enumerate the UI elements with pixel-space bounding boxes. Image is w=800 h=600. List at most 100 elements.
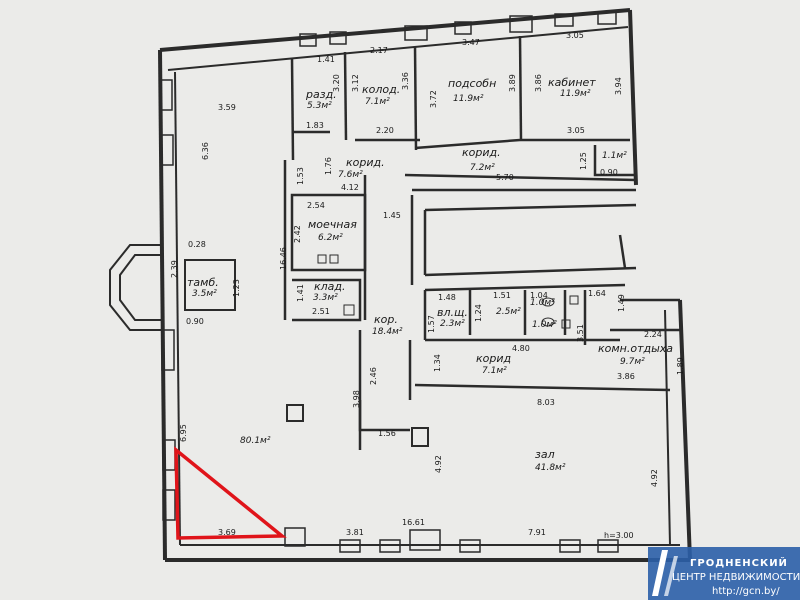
dim-3-47: 3.47	[462, 38, 480, 47]
dimension-labels: 1.41 2.17 3.47 3.05 3.59 1.83 2.20 3.05 …	[186, 31, 662, 540]
dim-0-90-right: 0.90	[600, 168, 618, 177]
dim-3-72: 3.72	[429, 90, 438, 108]
room-zal-name: зал	[535, 448, 555, 461]
room-kabinet-name: кабинет	[548, 76, 596, 89]
watermark-url: http://gcn.by/	[712, 586, 780, 597]
dim-3-89: 3.89	[508, 74, 517, 92]
room-wc3-area: 1.0м²	[532, 320, 557, 330]
room-main-hall-area: 80.1м²	[240, 436, 271, 446]
dim-3-86-bottom: 3.86	[617, 372, 635, 381]
dim-5-70: 5.70	[496, 173, 514, 182]
dim-3-59: 3.59	[218, 103, 236, 112]
bottom-wall-piers	[284, 527, 619, 553]
room-korid-low-name: корид	[476, 352, 511, 365]
room-kor-area: 18.4м²	[372, 327, 403, 337]
top-wall-piers	[299, 11, 617, 47]
dim-3-05-top: 3.05	[566, 31, 584, 40]
dim-1-24: 1.24	[474, 304, 483, 322]
dim-0-90-left: 0.90	[186, 317, 204, 326]
highlight-triangle	[174, 446, 287, 540]
dim-1-41: 1.41	[317, 55, 335, 64]
dim-1-64: 1.64	[588, 289, 606, 298]
room-klad-name: клад.	[314, 280, 346, 293]
dim-16-46: 16.46	[279, 247, 288, 270]
dim-1-53: 1.53	[296, 167, 305, 185]
dim-1-48: 1.48	[438, 293, 456, 302]
dim-4-92-a: 4.92	[434, 455, 443, 473]
watermark: ГРОДНЕНСКИЙ ЦЕНТР НЕДВИЖИМОСТИ http://gc…	[648, 547, 800, 600]
dim-1-45: 1.45	[383, 211, 401, 220]
dim-2-51: 2.51	[312, 307, 330, 316]
dim-2-39: 2.39	[170, 260, 179, 278]
sink-icon-2	[561, 319, 571, 329]
dim-1-34: 1.34	[433, 354, 442, 372]
dim-3-98: 3.98	[352, 390, 361, 408]
dim-3-12: 3.12	[351, 74, 360, 92]
dim-2-42: 2.42	[293, 225, 302, 243]
dim-1-76: 1.76	[324, 157, 333, 175]
dim-2-17: 2.17	[370, 46, 388, 55]
dim-2-46: 2.46	[369, 367, 378, 385]
dim-3-20: 3.20	[332, 74, 341, 92]
dim-1-56: 1.56	[378, 429, 396, 438]
room-vl-sh-name: вл.щ.	[437, 306, 468, 319]
dim-1-23: 1.23	[232, 279, 241, 297]
room-moechnaya-name: моечная	[308, 218, 357, 231]
dim-6-36: 6.36	[201, 142, 210, 160]
column-1	[286, 404, 304, 422]
dim-1-89: 1.89	[676, 357, 685, 375]
dim-7-91: 7.91	[528, 528, 546, 537]
watermark-title: ГРОДНЕНСКИЙ	[690, 556, 788, 569]
room-kor-name: кор.	[374, 313, 398, 326]
dim-4-92-b: 4.92	[650, 469, 659, 487]
dim-16-61: 16.61	[402, 518, 425, 527]
room-komn-otdyha-area: 9.7м²	[620, 357, 645, 367]
dim-1-83: 1.83	[306, 121, 324, 130]
sink-icon	[569, 295, 579, 305]
dim-4-80: 4.80	[512, 344, 530, 353]
toilet-icon	[541, 297, 555, 307]
room-korid-top-name: корид.	[346, 156, 385, 169]
room-komn-otdyha-name: комн.отдыха	[598, 342, 673, 355]
room-zal-area: 41.8м²	[535, 463, 566, 473]
dim-1-04: 1.04	[530, 291, 548, 300]
room-razd-name: разд.	[305, 88, 337, 101]
room-podsobn-area: 11.9м²	[453, 94, 484, 104]
dim-2-20: 2.20	[376, 126, 394, 135]
ceiling-height: h=3.00	[604, 531, 634, 540]
room-kabinet-area: 11.9м²	[560, 89, 591, 99]
dim-1-49: 1.49	[617, 294, 626, 312]
room-kolod-area: 7.1м²	[365, 97, 390, 107]
dim-3-86: 3.86	[534, 74, 543, 92]
dim-6-95: 6.95	[179, 424, 188, 442]
room-labels: разд. 5.3м² колод. 7.1м² подсобн 11.9м² …	[187, 76, 673, 473]
vestibule-bay	[109, 244, 236, 331]
room-small-area: 1.1м²	[602, 151, 627, 161]
dim-3-36: 3.36	[401, 72, 410, 90]
dim-3-94: 3.94	[614, 77, 623, 95]
dim-1-25: 1.25	[579, 152, 588, 170]
room-tamb-area: 3.5м²	[192, 289, 217, 299]
dim-3-69: 3.69	[218, 528, 236, 537]
dim-1-57: 1.57	[427, 315, 436, 333]
dim-8-03: 8.03	[537, 398, 555, 407]
room-korid-mid-area: 7.2м²	[470, 163, 495, 173]
dim-3-81: 3.81	[346, 528, 364, 537]
dim-2-24: 2.24	[644, 330, 662, 339]
room-korid-mid-name: корид.	[462, 146, 501, 159]
room-kolod-name: колод.	[362, 83, 400, 96]
watermark-subtitle: ЦЕНТР НЕДВИЖИМОСТИ	[672, 572, 800, 583]
dim-0-28: 0.28	[188, 240, 206, 249]
room-korid-low-area: 7.1м²	[482, 366, 507, 376]
room-vl-sh-area: 2.3м²	[440, 319, 465, 329]
room-klad-area: 3.3м²	[313, 293, 338, 303]
dim-2-54: 2.54	[307, 201, 325, 210]
dim-3-51: 3.51	[576, 324, 585, 342]
vertical-dimension-labels: 3.20 3.12 3.36 3.72 3.89 3.86 3.94 6.36 …	[170, 72, 685, 487]
room-moechnaya-area: 6.2м²	[318, 233, 343, 243]
column-2	[411, 427, 429, 447]
room-wc1-area: 2.5м²	[496, 307, 521, 317]
interior-walls	[283, 35, 680, 450]
toilet-icon-2	[541, 317, 555, 327]
